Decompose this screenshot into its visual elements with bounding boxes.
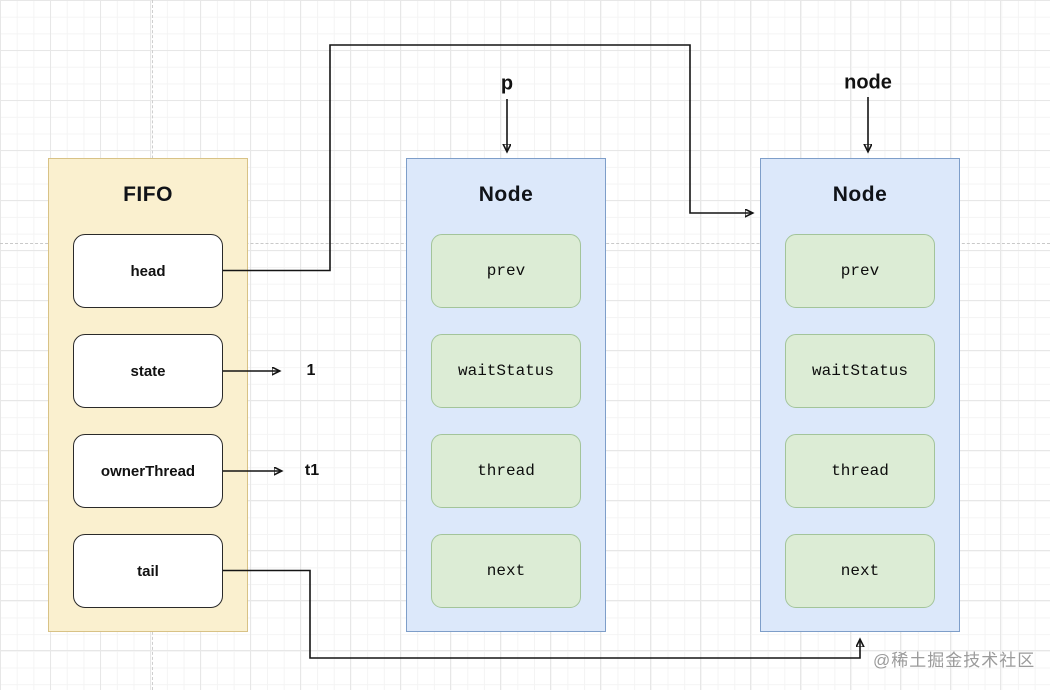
node1-field-thread-label: thread xyxy=(477,462,535,480)
node2-field-waitstatus-label: waitStatus xyxy=(811,362,908,380)
fifo-container: FIFO head state ownerThread tail xyxy=(48,158,248,632)
node1-field-prev-label: prev xyxy=(486,262,526,280)
fifo-field-head-label: head xyxy=(130,262,166,280)
ownerthread-value-label: t1 xyxy=(304,462,320,479)
node1-field-next: next xyxy=(431,534,581,608)
node2-container: Node prev waitStatus thread next xyxy=(760,158,960,632)
node2-title: Node xyxy=(832,183,888,206)
watermark-text: @稀土掘金技术社区 xyxy=(873,651,1036,670)
node2-field-next: next xyxy=(785,534,935,608)
node1-field-thread: thread xyxy=(431,434,581,508)
pointer-label-p: p xyxy=(500,72,514,95)
node2-field-waitstatus: waitStatus xyxy=(785,334,935,408)
node1-title: Node xyxy=(478,183,534,206)
node1-field-next-label: next xyxy=(486,562,526,580)
fifo-field-state-label: state xyxy=(130,362,166,380)
node2-field-thread: thread xyxy=(785,434,935,508)
node2-field-thread-label: thread xyxy=(831,462,889,480)
node1-field-waitstatus-label: waitStatus xyxy=(457,362,554,380)
state-value-label: 1 xyxy=(306,362,316,379)
fifo-field-state: state xyxy=(73,334,223,408)
pointer-label-node: node xyxy=(844,71,892,94)
node2-field-prev: prev xyxy=(785,234,935,308)
fifo-field-tail-label: tail xyxy=(137,562,159,580)
fifo-field-ownerthread: ownerThread xyxy=(73,434,223,508)
node2-field-next-label: next xyxy=(840,562,880,580)
node2-field-prev-label: prev xyxy=(840,262,880,280)
fifo-field-tail: tail xyxy=(73,534,223,608)
fifo-field-head: head xyxy=(73,234,223,308)
node1-field-prev: prev xyxy=(431,234,581,308)
node1-field-waitstatus: waitStatus xyxy=(431,334,581,408)
fifo-title: FIFO xyxy=(123,183,173,206)
node1-container: Node prev waitStatus thread next xyxy=(406,158,606,632)
fifo-field-ownerthread-label: ownerThread xyxy=(100,462,196,480)
